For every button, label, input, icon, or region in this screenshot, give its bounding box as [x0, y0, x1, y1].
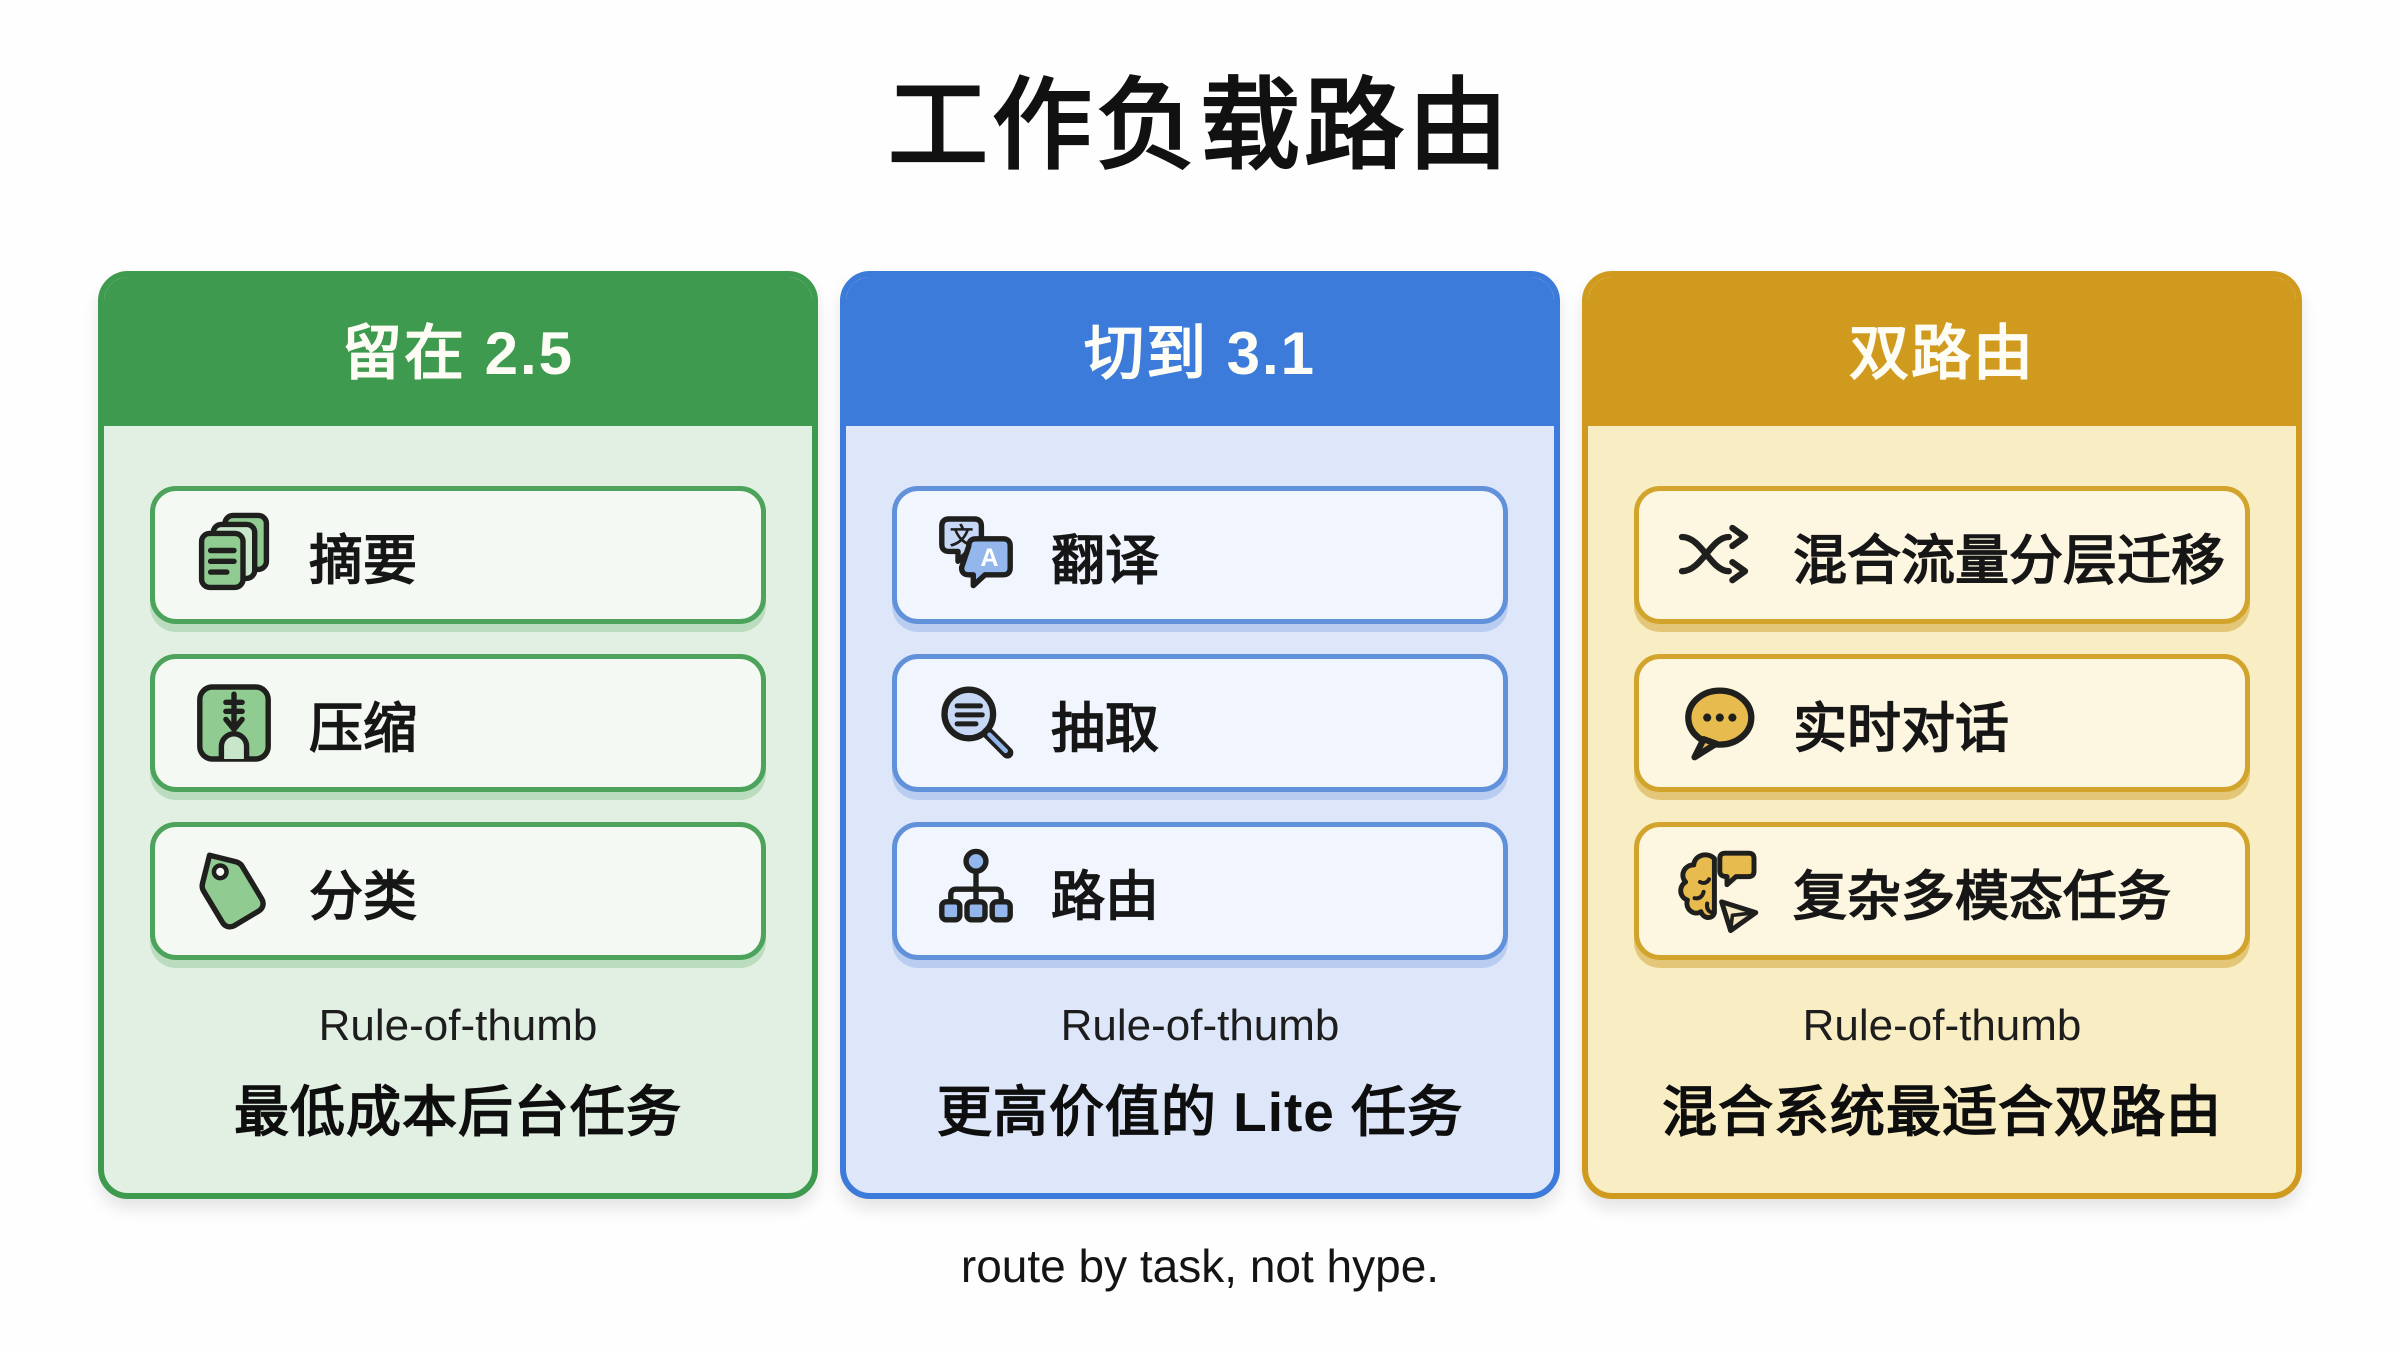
item-label: 分类 [309, 866, 417, 927]
rule-of-thumb-text: 混合系统最适合双路由 [1661, 1081, 2222, 1143]
rule-of-thumb-text: 更高价值的 Lite 任务 [936, 1081, 1464, 1143]
rule-of-thumb-label: Rule-of-thumb [1060, 1001, 1340, 1050]
item-label: 翻译 [1051, 530, 1159, 591]
translate-icon: 文 A [931, 510, 1021, 600]
chat-bubble-icon [1673, 678, 1763, 768]
item-card-mixed-traffic: 混合流量分层迁移 [1634, 486, 2250, 624]
column-stay-25-body: 摘要 压缩 [104, 426, 812, 1193]
column-stay-25: 留在 2.5 摘要 [98, 271, 818, 1199]
item-label: 混合流量分层迁移 [1793, 530, 2225, 591]
item-card-realtime-chat: 实时对话 [1634, 654, 2250, 792]
shuffle-icon [1673, 510, 1763, 600]
compress-icon [189, 678, 279, 768]
item-card-route: 路由 [892, 822, 1508, 960]
rule-of-thumb-text: 最低成本后台任务 [233, 1081, 682, 1143]
item-card-translate: 文 A 翻译 [892, 486, 1508, 624]
rule-of-thumb-label: Rule-of-thumb [1802, 1001, 2082, 1050]
column-switch-31-body: 文 A 翻译 [846, 426, 1554, 1193]
rule-of-thumb-label: Rule-of-thumb [318, 1001, 598, 1050]
item-label: 路由 [1051, 866, 1159, 927]
rule-of-thumb-block: Rule-of-thumb 更高价值的 Lite 任务 [892, 1001, 1508, 1147]
item-card-extract: 抽取 [892, 654, 1508, 792]
columns-row: 留在 2.5 摘要 [98, 271, 2302, 1199]
item-label: 复杂多模态任务 [1793, 866, 2171, 927]
column-stay-25-header: 留在 2.5 [104, 277, 812, 426]
item-label: 实时对话 [1793, 698, 2009, 759]
hierarchy-icon [931, 846, 1021, 936]
documents-icon [189, 510, 279, 600]
brain-multimodal-icon [1673, 846, 1763, 936]
item-label: 抽取 [1051, 698, 1159, 759]
item-card-multimodal: 复杂多模态任务 [1634, 822, 2250, 960]
search-lines-icon [931, 678, 1021, 768]
svg-text:A: A [980, 544, 998, 572]
column-dual-route: 双路由 混合流量分层迁移 [1582, 271, 2302, 1199]
tag-icon [189, 846, 279, 936]
footer-caption: route by task, not hype. [960, 1240, 1440, 1292]
column-dual-route-header: 双路由 [1588, 277, 2296, 426]
page-title: 工作负载路由 [888, 70, 1512, 182]
column-switch-31-header: 切到 3.1 [846, 277, 1554, 426]
item-label: 摘要 [309, 530, 417, 591]
item-card-classify: 分类 [150, 822, 766, 960]
item-card-compress: 压缩 [150, 654, 766, 792]
rule-of-thumb-block: Rule-of-thumb 最低成本后台任务 [150, 1001, 766, 1147]
item-label: 压缩 [309, 698, 417, 759]
column-switch-31: 切到 3.1 文 A 翻译 [840, 271, 1560, 1199]
item-card-summary: 摘要 [150, 486, 766, 624]
rule-of-thumb-block: Rule-of-thumb 混合系统最适合双路由 [1634, 1001, 2250, 1147]
column-dual-route-body: 混合流量分层迁移 实时对话 [1588, 426, 2296, 1193]
